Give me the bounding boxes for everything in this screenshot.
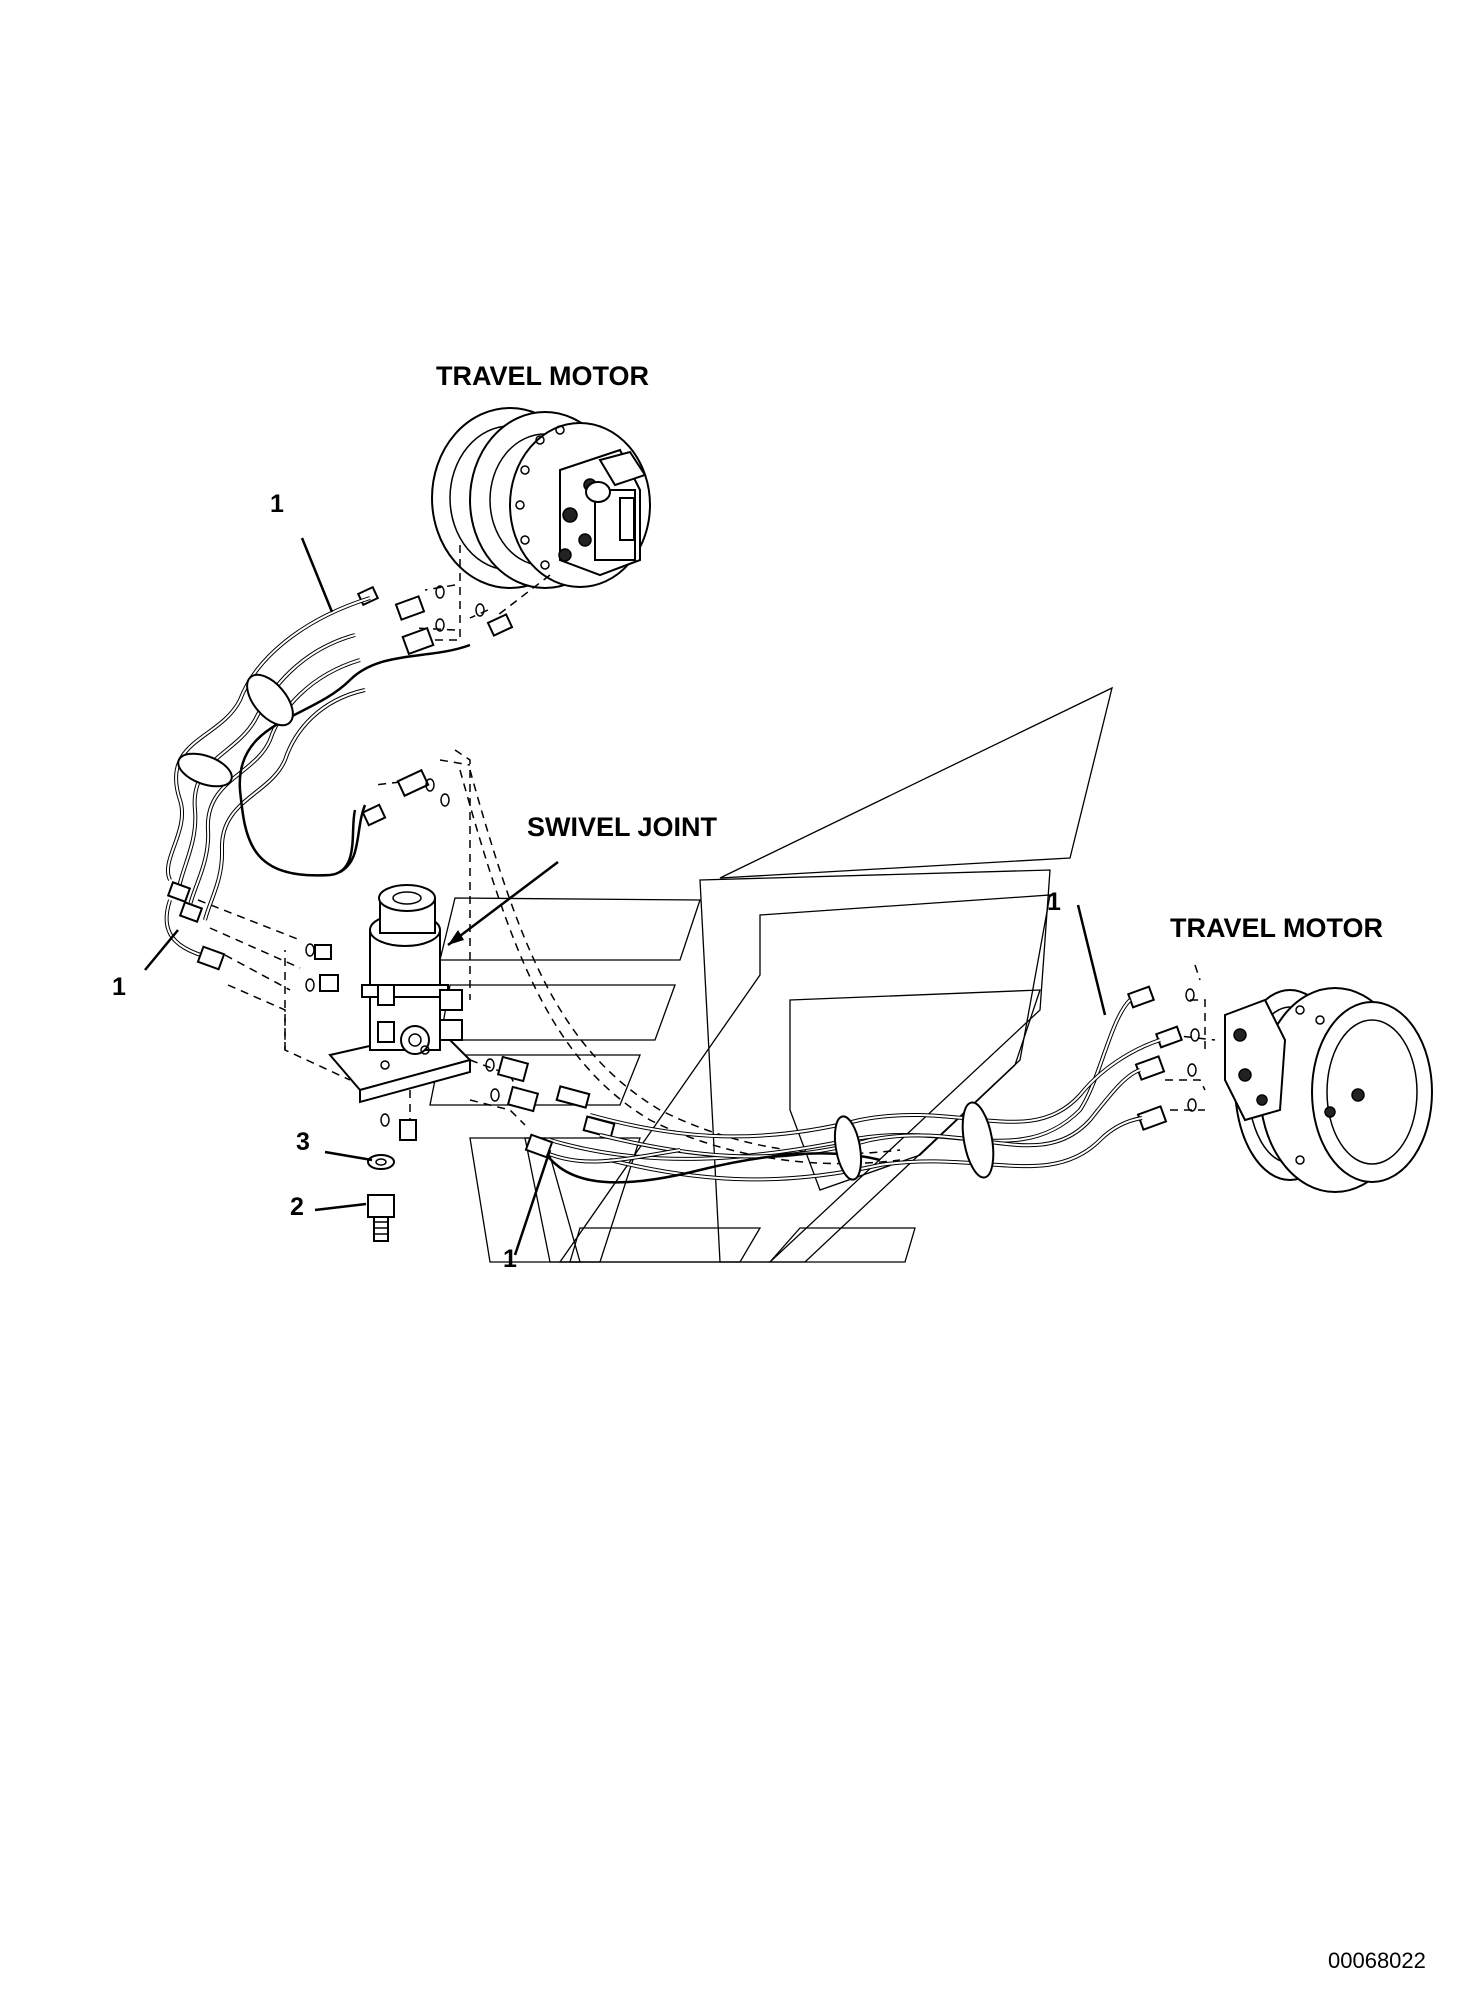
hose-bundle-right	[524, 998, 1161, 1184]
callout-hose-right: 1	[1047, 888, 1061, 916]
bolt	[367, 1194, 395, 1242]
callout-hose-bottom: 1	[503, 1245, 517, 1273]
callout-hose-left: 1	[112, 973, 126, 1001]
fittings	[305, 585, 1200, 1141]
label-travel-motor-right: TRAVEL MOTOR	[1170, 913, 1383, 943]
callout-washer: 3	[296, 1128, 310, 1156]
label-travel-motor-top: TRAVEL MOTOR	[436, 361, 649, 391]
dashed-lines	[197, 545, 1216, 1165]
callout-bolt: 2	[290, 1193, 304, 1221]
washer	[367, 1154, 395, 1170]
leader-lines	[144, 537, 1107, 1256]
watermark-logo	[429, 686, 1113, 1263]
swivel-joint	[328, 884, 472, 1104]
hose-bundle-left	[164, 596, 471, 971]
drawing-number: 00068022	[1328, 1948, 1426, 1973]
callout-hose-top: 1	[270, 490, 284, 518]
bolt-and-washer	[367, 1154, 395, 1242]
travel-motor-right	[1224, 987, 1433, 1193]
label-swivel-joint: SWIVEL JOINT	[527, 812, 718, 842]
travel-motor-top	[431, 407, 651, 589]
